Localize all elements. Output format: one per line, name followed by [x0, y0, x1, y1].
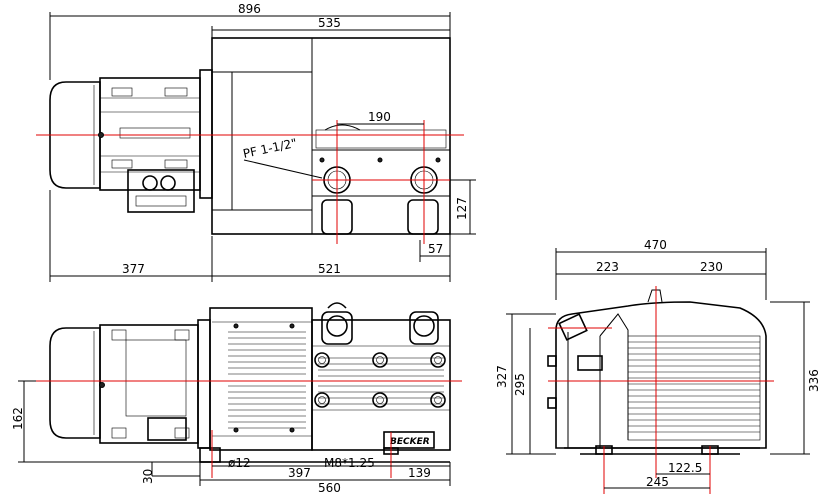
front-motor-body: [99, 324, 199, 444]
top-motor-fan-cover: [49, 81, 101, 189]
dim-port-label: PF 1-1/2": [242, 136, 298, 161]
dim-height-body: 295: [513, 373, 527, 396]
dim-base-height: 30: [141, 469, 155, 484]
dim-side-right: 230: [700, 260, 723, 274]
dim-foot-end: 139: [408, 466, 431, 480]
dim-port-height: 127: [455, 197, 469, 220]
front-view: BECKER: [36, 302, 462, 478]
dim-port-offset: 57: [428, 242, 443, 256]
dim-foot-distance: 397: [288, 466, 311, 480]
dimension-labels: 896 535 190 PF 1-1/2" 127 57 377 521 162…: [11, 2, 820, 495]
dim-height-right: 336: [807, 369, 820, 392]
dim-shaft-height: 162: [11, 407, 25, 430]
side-cooling-grille: [627, 335, 761, 441]
dimension-lines: [18, 12, 810, 489]
front-motor-fan-cover: [49, 327, 101, 439]
dim-base-length: 560: [318, 481, 341, 495]
dim-height-total: 327: [495, 365, 509, 388]
top-view: [36, 37, 464, 244]
dim-port-spacing: 190: [368, 110, 391, 124]
dim-foot-span: 245: [646, 475, 669, 489]
cooling-fins: [228, 331, 444, 429]
dim-foot-half: 122.5: [668, 461, 702, 475]
side-housing-outline: [555, 301, 767, 449]
dim-hole-diameter: ø12: [228, 456, 251, 470]
brand-label: BECKER: [390, 437, 430, 447]
dim-motor-offset: 377: [122, 262, 145, 276]
dim-side-left: 223: [596, 260, 619, 274]
brand-plate: [383, 431, 435, 449]
dim-center-to-end: 521: [318, 262, 341, 276]
top-pump-housing: [211, 37, 451, 235]
top-motor-body: [99, 77, 201, 191]
side-view: [547, 286, 774, 494]
dim-thread: M8*1.25: [324, 456, 375, 470]
top-terminal-box: [127, 169, 195, 213]
front-pump-housing: [209, 307, 313, 451]
dim-side-width: 470: [644, 238, 667, 252]
dim-overall-length: 896: [238, 2, 261, 16]
dim-pump-length: 535: [318, 16, 341, 30]
